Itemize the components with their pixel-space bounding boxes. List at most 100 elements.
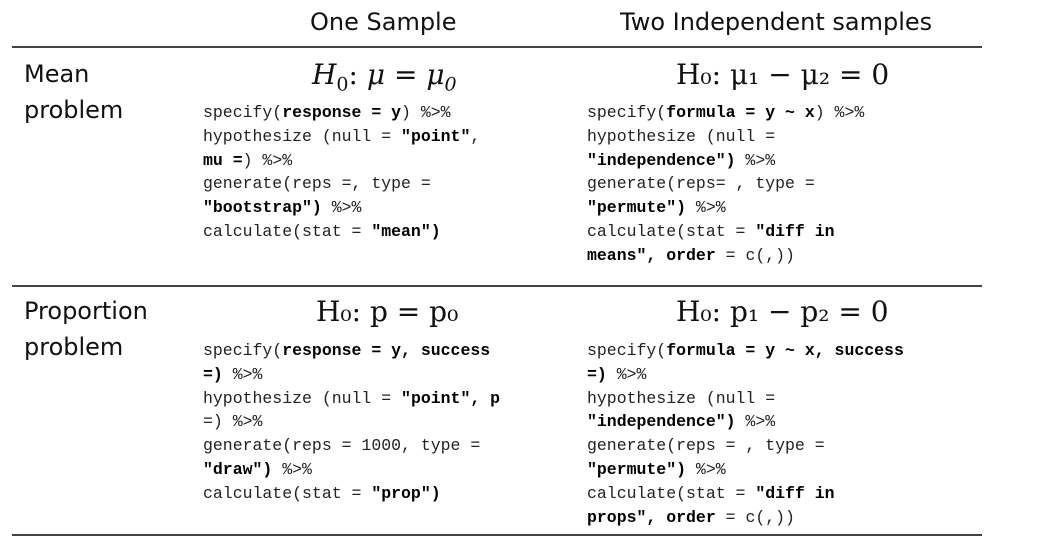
code-line: "independence") %>% bbox=[587, 410, 904, 434]
code-text: hypothesize (null = bbox=[587, 126, 776, 146]
row-divider bbox=[12, 285, 982, 287]
formula-proportion-one-sample: H₀: p = p₀ bbox=[316, 295, 459, 328]
code-line: generate(reps= , type = bbox=[587, 172, 864, 196]
code-keyword: response = y, success bbox=[282, 341, 491, 360]
code-text: hypothesize (null = bbox=[587, 388, 776, 408]
formula-mean-one-sample: H0: μ = μ0 bbox=[312, 58, 457, 96]
formula-body: μ = μ bbox=[366, 58, 445, 91]
code-keyword: "diff in bbox=[755, 221, 835, 241]
header-one-sample: One Sample bbox=[310, 8, 457, 36]
code-keyword: "bootstrap") bbox=[203, 198, 322, 218]
row-label-line: problem bbox=[24, 96, 124, 124]
code-text: %>% bbox=[606, 364, 647, 384]
code-text: %>% bbox=[686, 198, 726, 218]
code-text: generate(reps = , type = bbox=[587, 436, 825, 456]
code-line: hypothesize (null = "point", bbox=[203, 125, 480, 149]
code-text: calculate(stat = bbox=[587, 483, 756, 503]
code-line: specify(response = y, success bbox=[203, 339, 500, 363]
code-text: =) %>% bbox=[203, 412, 263, 432]
header-two-samples: Two Independent samples bbox=[620, 8, 933, 36]
row-label-proportion: Proportion problem bbox=[24, 293, 148, 365]
code-text: specify( bbox=[203, 341, 283, 360]
code-keyword: =) bbox=[203, 364, 223, 384]
code-proportion-two-samples: specify(formula = y ~ x, success=) %>%hy… bbox=[587, 339, 904, 529]
code-text: calculate(stat = bbox=[587, 221, 756, 241]
code-line: calculate(stat = "diff in bbox=[587, 220, 864, 244]
code-keyword: "mean") bbox=[371, 221, 441, 241]
code-line: =) %>% bbox=[203, 363, 500, 387]
code-keyword: "permute") bbox=[587, 198, 687, 218]
code-text: ) %>% bbox=[242, 150, 293, 170]
code-line: specify(formula = y ~ x) %>% bbox=[587, 101, 864, 125]
code-text: , bbox=[470, 126, 481, 146]
code-text: %>% bbox=[686, 459, 726, 479]
code-text: %>% bbox=[222, 364, 263, 384]
formula-mean-two-samples: H₀: μ₁ − μ₂ = 0 bbox=[676, 58, 890, 91]
code-line: "permute") %>% bbox=[587, 458, 904, 482]
formula-colon: : bbox=[348, 58, 358, 91]
code-keyword: "independence") bbox=[587, 412, 736, 432]
code-keyword: "independence") bbox=[587, 150, 736, 170]
code-keyword: mu = bbox=[203, 150, 243, 170]
code-text: hypothesize (null = bbox=[203, 126, 402, 146]
code-mean-one-sample: specify(response = y) %>%hypothesize (nu… bbox=[203, 101, 480, 244]
code-text: calculate(stat = bbox=[203, 221, 372, 241]
code-line: calculate(stat = "prop") bbox=[203, 482, 500, 506]
code-keyword: "draw") bbox=[203, 459, 273, 479]
row-label-line: Proportion bbox=[24, 297, 148, 325]
formula-body-sub: 0 bbox=[444, 73, 457, 96]
code-keyword: =) bbox=[587, 364, 607, 384]
code-keyword: "permute") bbox=[587, 459, 687, 479]
code-text: hypothesize (null = bbox=[203, 388, 402, 408]
code-line: props", order = c(,)) bbox=[587, 506, 904, 530]
bottom-rule bbox=[12, 534, 982, 536]
header-rule bbox=[12, 46, 982, 48]
code-keyword: "point" bbox=[401, 126, 471, 146]
code-line: hypothesize (null = bbox=[587, 125, 864, 149]
code-text: generate(reps =, type = bbox=[203, 174, 431, 194]
code-line: calculate(stat = "diff in bbox=[587, 482, 904, 506]
code-keyword: "prop") bbox=[371, 483, 441, 503]
row-label-mean: Mean problem bbox=[24, 56, 123, 128]
code-line: "permute") %>% bbox=[587, 196, 864, 220]
code-line: =) %>% bbox=[203, 410, 500, 434]
code-keyword: formula = y ~ x, success bbox=[666, 341, 904, 360]
code-text: = c(,)) bbox=[715, 245, 795, 265]
row-label-line: problem bbox=[24, 333, 124, 361]
code-text: %>% bbox=[735, 412, 776, 432]
code-line: generate(reps = , type = bbox=[587, 434, 904, 458]
code-keyword: "point", p bbox=[401, 388, 501, 408]
code-text: calculate(stat = bbox=[203, 483, 372, 503]
code-line: calculate(stat = "mean") bbox=[203, 220, 480, 244]
formula-lhs-sub: 0 bbox=[336, 73, 349, 96]
code-keyword: "diff in bbox=[755, 483, 835, 503]
code-line: mu =) %>% bbox=[203, 149, 480, 173]
code-keyword: props", order bbox=[587, 507, 716, 527]
code-keyword: means", order bbox=[587, 245, 716, 265]
code-text: ) %>% bbox=[401, 103, 451, 122]
code-text: generate(reps= , type = bbox=[587, 174, 815, 194]
code-line: "draw") %>% bbox=[203, 458, 500, 482]
code-mean-two-samples: specify(formula = y ~ x) %>%hypothesize … bbox=[587, 101, 864, 268]
code-line: generate(reps =, type = bbox=[203, 172, 480, 196]
code-text: ) %>% bbox=[814, 103, 865, 122]
code-line: specify(response = y) %>% bbox=[203, 101, 480, 125]
code-text: specify( bbox=[587, 103, 667, 122]
code-line: =) %>% bbox=[587, 363, 904, 387]
code-line: "bootstrap") %>% bbox=[203, 196, 480, 220]
code-line: hypothesize (null = bbox=[587, 387, 904, 411]
code-line: "independence") %>% bbox=[587, 149, 864, 173]
code-line: specify(formula = y ~ x, success bbox=[587, 339, 904, 363]
code-keyword: formula = y ~ x bbox=[666, 103, 815, 122]
code-text: specify( bbox=[203, 103, 283, 122]
code-proportion-one-sample: specify(response = y, success=) %>%hypot… bbox=[203, 339, 500, 506]
code-text: generate(reps = 1000, type = bbox=[203, 436, 481, 456]
code-line: generate(reps = 1000, type = bbox=[203, 434, 500, 458]
code-text: specify( bbox=[587, 341, 667, 360]
code-text: %>% bbox=[272, 459, 312, 479]
formula-lhs: H bbox=[312, 58, 337, 91]
code-text: = c(,)) bbox=[715, 507, 795, 527]
formula-proportion-two-samples: H₀: p₁ − p₂ = 0 bbox=[676, 295, 889, 328]
code-keyword: response = y bbox=[282, 103, 402, 122]
code-text: %>% bbox=[321, 198, 362, 218]
